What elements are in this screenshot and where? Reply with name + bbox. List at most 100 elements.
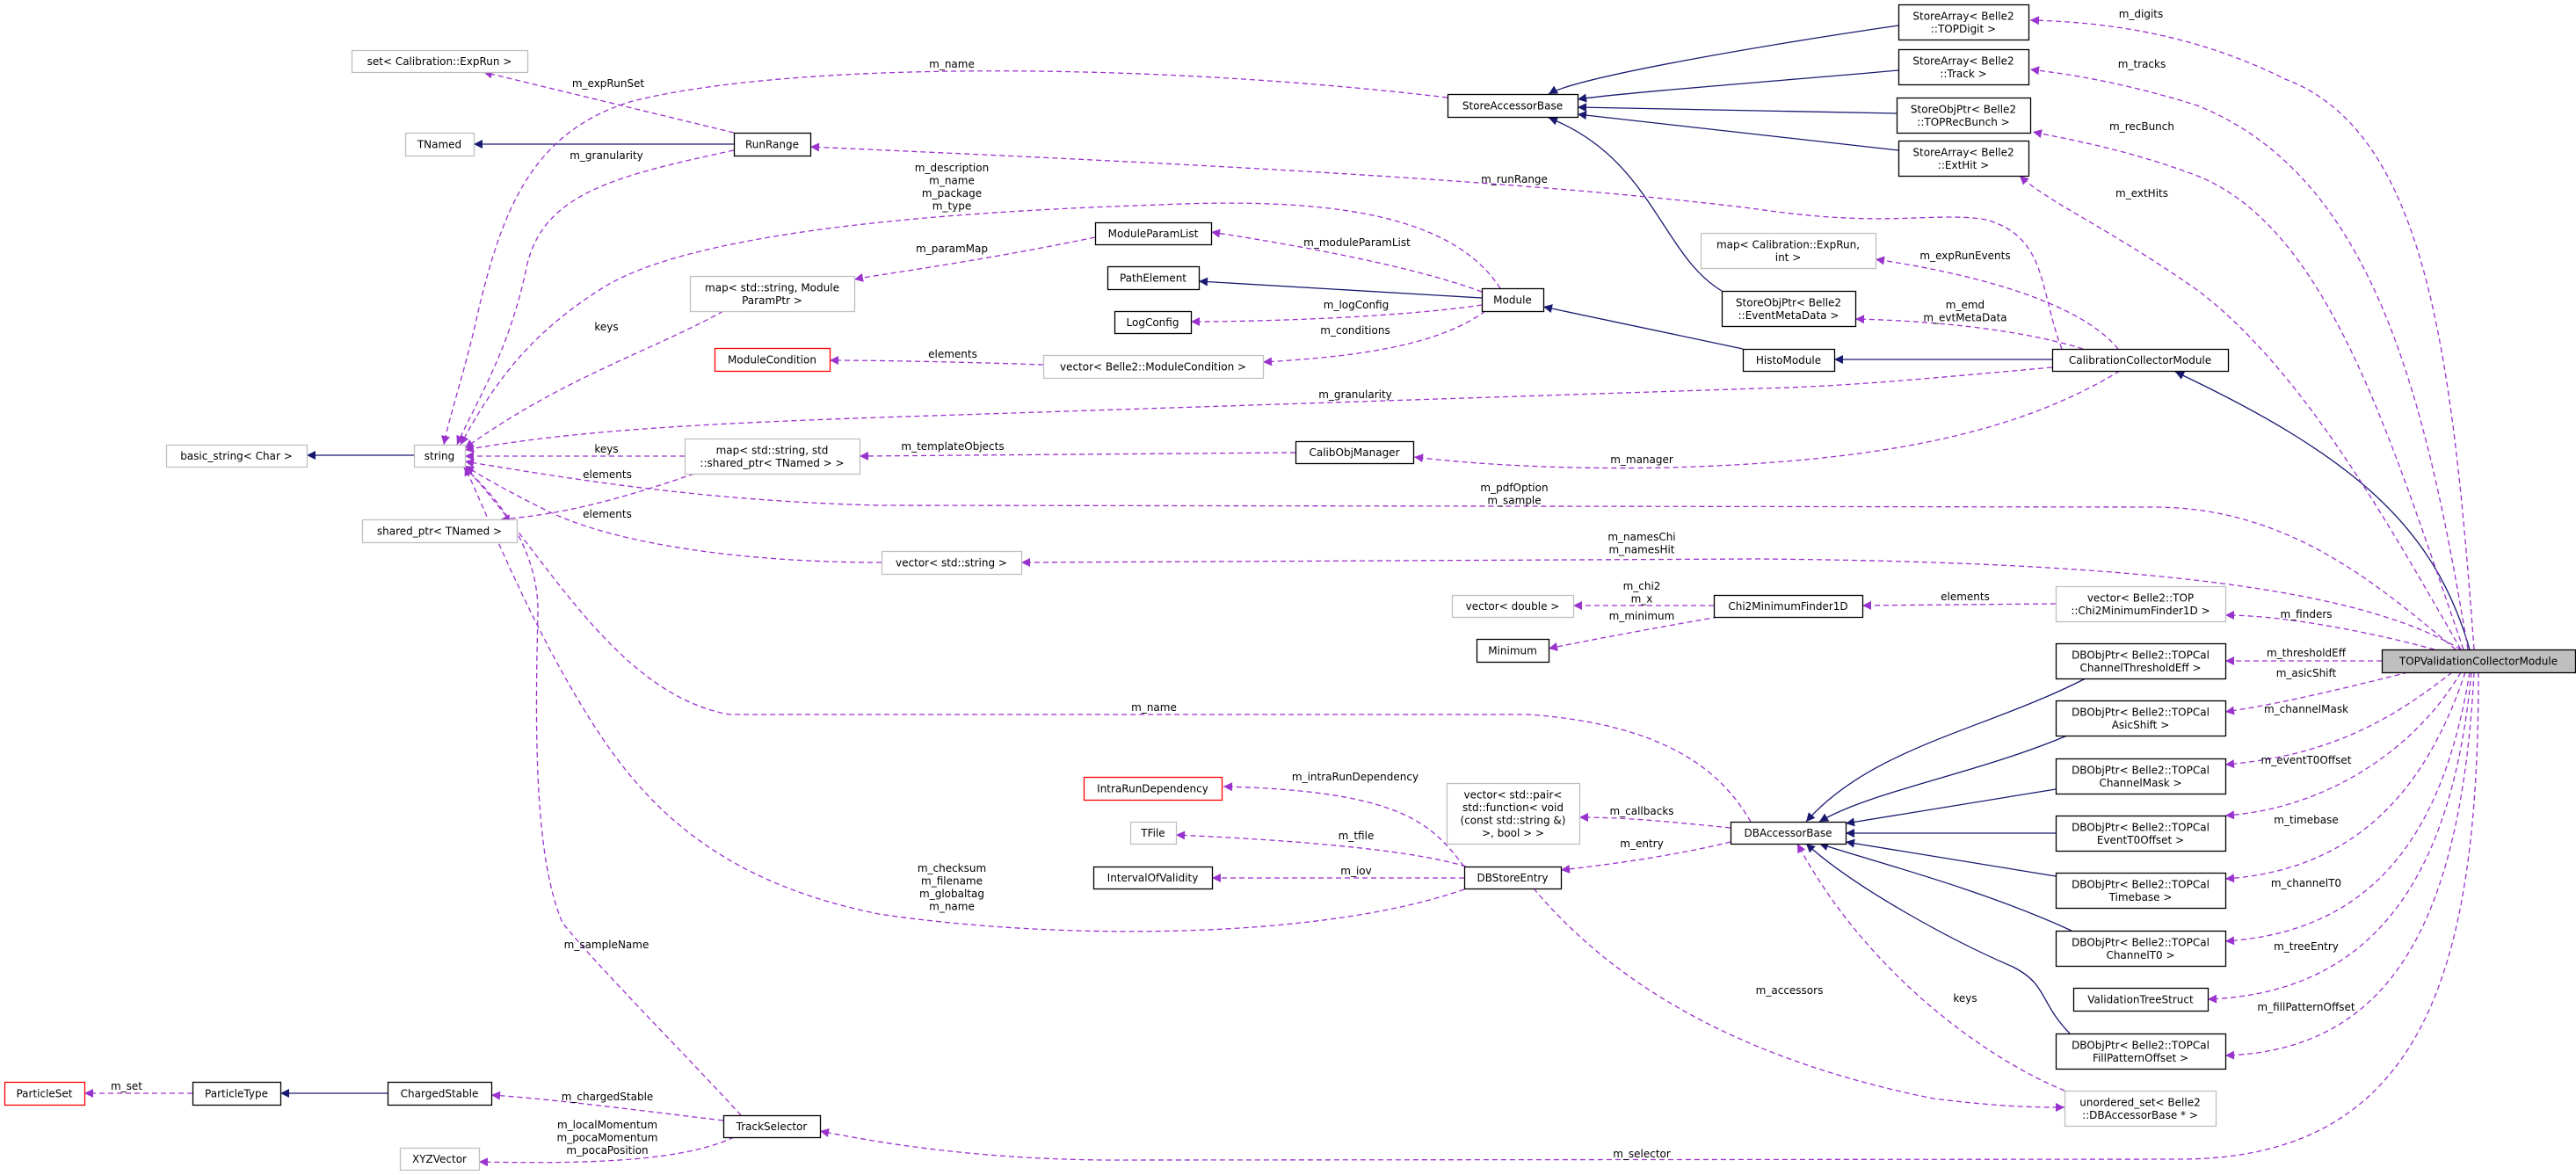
edge-label-vec_string-to-string: elements [583, 508, 632, 520]
class-node-box [1730, 821, 1847, 845]
edge-label-line: m_localMomentum [557, 1119, 657, 1131]
class-node-label: shared_ptr< TNamed > [377, 526, 502, 538]
class-node-dbaccessorbase[interactable]: DBAccessorBase [1730, 821, 1847, 845]
class-node-module[interactable]: Module [1481, 287, 1545, 313]
class-node-box [2055, 642, 2227, 680]
class-node-storeaccessorbase[interactable]: StoreAccessorBase [1447, 93, 1579, 119]
class-node-label-line: vector< Belle2::TOP [2087, 591, 2194, 604]
edge-label-vec_chi2-to-chi2: elements [1941, 591, 1990, 603]
edge-label-line: m_treeEntry [2274, 940, 2339, 953]
edge-label-line: m_name [1131, 701, 1177, 714]
class-node-calibobjmanager[interactable]: CalibObjManager [1295, 440, 1415, 465]
edge-label-moduleparamlist-to-map_modparam: m_paramMap [916, 243, 988, 255]
usage-edge-topvcm-to-string [464, 458, 2456, 650]
class-node-label: DBAccessorBase [1744, 827, 1832, 839]
class-node-label-line: Chi2MinimumFinder1D [1728, 600, 1847, 613]
class-node-shared_ptr: shared_ptr< TNamed > [361, 519, 519, 544]
edge-label-line: m_chi2 [1623, 580, 1661, 592]
class-node-chargedstable[interactable]: ChargedStable [387, 1081, 493, 1106]
class-node-sa_exthit[interactable]: StoreArray< Belle2::ExtHit > [1898, 140, 2030, 178]
class-node-iov[interactable]: IntervalOfValidity [1092, 866, 1214, 890]
edge-label-line: m_type [932, 200, 972, 213]
class-node-label: StoreArray< Belle2::Track > [1912, 54, 2014, 80]
usage-edge-topvcm-to-dbo_fill [2224, 671, 2475, 1060]
class-node-sa_topdigit[interactable]: StoreArray< Belle2::TOPDigit > [1898, 4, 2030, 41]
edge-label-line: m_entry [1620, 838, 1663, 850]
class-node-label-line: StoreArray< Belle2 [1912, 146, 2014, 158]
edge-label-line: m_recBunch [2109, 120, 2174, 133]
edge-label-dbaccessorbase-to-dbstoreentry: m_entry [1620, 838, 1663, 850]
edge-label-topvcm-to-sa_track: m_tracks [2118, 58, 2166, 70]
class-node-runrange[interactable]: RunRange [733, 132, 812, 157]
edge-label-line: m_channelT0 [2271, 877, 2341, 889]
edge-label-line: m_pocaMomentum [557, 1132, 658, 1144]
edge-label-line: m_logConfig [1324, 299, 1389, 311]
class-node-label-line: DBStoreEntry [1477, 872, 1549, 884]
usage-edge-dbstoreentry-to-unordered [1533, 888, 2065, 1112]
class-node-sa_track[interactable]: StoreArray< Belle2::Track > [1898, 48, 2030, 86]
usage-edge-dbstoreentry-to-intrarun [1223, 782, 1465, 867]
class-node-vts[interactable]: ValidationTreeStruct [2072, 987, 2210, 1012]
class-node-sop_evtmeta[interactable]: StoreObjPtr< Belle2::EventMetaData > [1721, 290, 1857, 328]
class-node-topvcm[interactable]: TOPValidationCollectorModule [2381, 649, 2576, 674]
class-node-particletype[interactable]: ParticleType [192, 1081, 282, 1106]
edge-label-line: m_globaltag [919, 888, 984, 900]
class-node-box [2055, 700, 2227, 737]
class-node-logconfig[interactable]: LogConfig [1114, 310, 1193, 335]
class-node-label-line: XYZVector [412, 1153, 467, 1165]
class-node-label-line: StoreObjPtr< Belle2 [1736, 296, 1841, 308]
edge-label-line: elements [1941, 591, 1990, 603]
class-node-dbstoreentry[interactable]: DBStoreEntry [1463, 866, 1563, 890]
class-node-vec_modcond: vector< Belle2::ModuleCondition > [1042, 354, 1265, 380]
class-node-label-line: TNamed [417, 139, 461, 151]
class-node-moduleparamlist[interactable]: ModuleParamList [1094, 221, 1213, 246]
edge-label-line: m_accessors [1756, 984, 1824, 997]
edge-label-line: m_namesChi [1607, 531, 1675, 543]
usage-edge-ccm-to-string [464, 366, 2053, 453]
class-node-set_exprun: set< Calibration::ExpRun > [351, 49, 529, 74]
edge-label-line: m_package [922, 187, 982, 199]
class-node-label-line: string [424, 450, 454, 462]
usage-edge-module-to-vec_modcond [1262, 310, 1486, 366]
usage-edge-topvcm-to-dbo_mask [2224, 671, 2453, 769]
class-node-minimum[interactable]: Minimum [1476, 638, 1550, 664]
class-node-box [2055, 872, 2227, 910]
class-node-label: vector< Belle2::TOP::Chi2MinimumFinder1D… [2071, 591, 2210, 617]
class-node-label-line: unordered_set< Belle2 [2079, 1096, 2200, 1108]
class-node-histomodule[interactable]: HistoModule [1742, 348, 1836, 373]
class-node-box [2055, 585, 2227, 623]
edge-label-line: m_paramMap [916, 243, 988, 255]
class-node-chi2[interactable]: Chi2MinimumFinder1D [1713, 594, 1864, 619]
class-node-sop_recbunch[interactable]: StoreObjPtr< Belle2::TOPRecBunch > [1896, 97, 2032, 134]
usage-edge-chi2-to-minimum [1548, 616, 1719, 651]
edge-label-module-to-logconfig: m_logConfig [1324, 299, 1389, 311]
class-node-pathelement[interactable]: PathElement [1107, 265, 1201, 291]
edge-label-line: elements [928, 348, 977, 360]
edge-label-trackselector-to-chargedstable: m_chargedStable [562, 1091, 654, 1103]
usage-edge-topvcm-to-sop_recbunch [2032, 129, 2464, 650]
edge-label-ccm-to-calibobjmanager: m_manager [1610, 453, 1673, 466]
class-node-unordered: unordered_set< Belle2::DBAccessorBase * … [2064, 1090, 2217, 1128]
class-node-label: TNamed [417, 139, 461, 151]
class-node-label-line: ChannelThresholdEff > [2079, 662, 2201, 674]
class-node-trackselector[interactable]: TrackSelector [722, 1114, 822, 1139]
edge-label-line: m_expRunSet [572, 77, 645, 90]
class-node-label-line: IntervalOfValidity [1107, 872, 1199, 884]
usage-edge-topvcm-to-trackselector [819, 671, 2479, 1161]
edge-label-ccm-to-runrange: m_runRange [1481, 173, 1548, 185]
class-node-label-line: Module [1493, 294, 1532, 307]
class-node-box [1721, 290, 1857, 328]
class-node-ccm[interactable]: CalibrationCollectorModule [2051, 348, 2230, 373]
edge-labels-layer: m_expRunSetm_granularitym_namem_descript… [111, 8, 2355, 1160]
class-node-label-line: vector< std::string > [896, 557, 1007, 569]
